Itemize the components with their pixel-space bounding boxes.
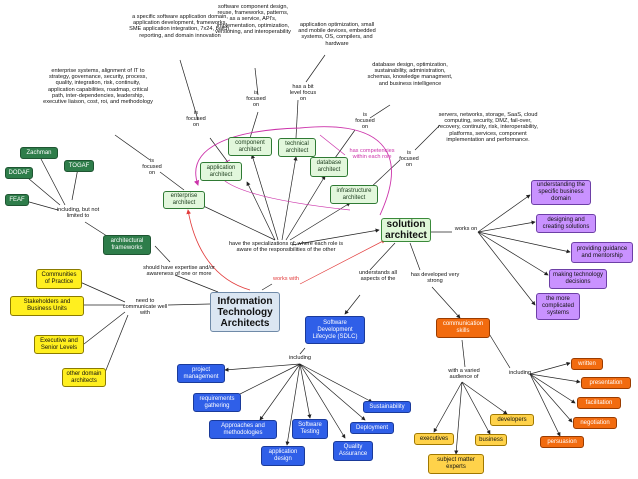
label-varied-audience: with a varied audience of xyxy=(448,368,480,381)
designing-creating-solutions[interactable]: designing and creating solutions xyxy=(536,214,596,233)
more-complicated-systems[interactable]: the more complicated systems xyxy=(536,293,580,320)
label-focused-component: is focused on xyxy=(246,90,266,109)
infrastructure-architect[interactable]: infrastructure architect xyxy=(330,185,378,204)
label-developed: has developed very strong xyxy=(410,272,460,285)
component-architect[interactable]: component architect xyxy=(228,137,272,156)
architectural-frameworks[interactable]: architectural frameworks xyxy=(103,235,151,255)
label-has-competencies: has competencies within each role xyxy=(349,148,395,161)
feaf-framework[interactable]: FEAF xyxy=(5,194,29,206)
label-including-skills: including xyxy=(508,370,532,376)
communities-of-practice[interactable]: Communities of Practice xyxy=(36,269,82,289)
technical-architect[interactable]: technical architect xyxy=(278,138,316,157)
label-including-not-limited: including, but not limited to xyxy=(56,207,100,220)
communication-skills[interactable]: communication skills xyxy=(436,318,490,338)
label-focused-application: is focused on xyxy=(186,110,206,129)
quality-assurance[interactable]: Quality Assurance xyxy=(333,441,373,461)
application-description: a specific software application domain, … xyxy=(129,14,231,39)
database-architect[interactable]: database architect xyxy=(310,157,348,177)
making-technology-decisions[interactable]: making technology decisions xyxy=(549,269,607,289)
providing-guidance-mentorship[interactable]: providing guidance and mentorship xyxy=(571,242,633,263)
database-description: database design, optimization, sustainab… xyxy=(367,62,453,87)
requirements-gathering[interactable]: requirements gathering xyxy=(193,393,241,412)
audience-subject-matter-experts[interactable]: subject matter experts xyxy=(428,454,484,474)
understanding-business-domain[interactable]: understanding the specific business doma… xyxy=(531,180,591,205)
label-focused-database: is focused on xyxy=(355,112,375,131)
label-understands: understands all aspects of the xyxy=(359,270,397,283)
infrastructure-description: servers, networks, storage, SaaS, cloud … xyxy=(438,112,538,143)
skill-written[interactable]: written xyxy=(571,358,603,370)
skill-negotiation[interactable]: negotiation xyxy=(573,417,617,429)
audience-business[interactable]: business xyxy=(475,434,507,446)
skill-persuasion[interactable]: persuasion xyxy=(540,436,584,448)
solution-architect[interactable]: solution architect xyxy=(381,218,431,242)
togaf-framework[interactable]: TOGAF xyxy=(64,160,94,172)
deployment[interactable]: Deployment xyxy=(350,422,394,434)
stakeholders-business-units[interactable]: Stakeholders and Business Units xyxy=(10,296,84,316)
approaches-methodologies[interactable]: Approaches and methodologies xyxy=(209,420,277,439)
information-technology-architects[interactable]: Information Technology Architects xyxy=(210,292,280,332)
audience-developers[interactable]: developers xyxy=(490,414,534,426)
enterprise-architect[interactable]: enterprise architect xyxy=(163,191,205,209)
label-focused-enterprise: is focused on xyxy=(142,158,162,177)
label-works-on: works on xyxy=(454,226,478,232)
executive-senior-levels[interactable]: Executive and Senior Levels xyxy=(34,335,84,354)
dodaf-framework[interactable]: DODAF xyxy=(5,167,33,179)
skill-facilitation[interactable]: facilitation xyxy=(577,397,621,409)
label-works-with: works with xyxy=(272,276,300,282)
application-design[interactable]: application design xyxy=(261,446,305,466)
label-expertise: should have expertise and/or awareness o… xyxy=(143,265,215,278)
component-description: software component design, reuse, framew… xyxy=(215,4,291,35)
label-specializations: have the specializations of; where each … xyxy=(228,241,344,254)
audience-executives[interactable]: executives xyxy=(414,433,454,445)
label-focused-infrastructure: is focused on xyxy=(399,150,419,169)
sdlc[interactable]: Software Development Lifecycle (SDLC) xyxy=(305,316,365,344)
label-including-sdlc: including xyxy=(288,355,312,361)
enterprise-description: enterprise systems, alignment of IT to s… xyxy=(43,68,153,106)
software-testing[interactable]: Software Testing xyxy=(292,419,328,439)
zachman-framework[interactable]: Zachman xyxy=(20,147,58,159)
other-domain-architects[interactable]: other domain architects xyxy=(62,368,106,387)
label-communicate: need to communicate well with xyxy=(122,298,168,317)
project-management[interactable]: project management xyxy=(177,364,225,383)
label-bit-focus-technical: has a bit level focus on xyxy=(289,84,317,103)
sustainability[interactable]: Sustainability xyxy=(363,401,411,413)
application-architect[interactable]: application architect xyxy=(200,162,242,181)
technical-description: application optimization, small and mobi… xyxy=(298,22,376,47)
skill-presentation[interactable]: presentation xyxy=(581,377,631,389)
